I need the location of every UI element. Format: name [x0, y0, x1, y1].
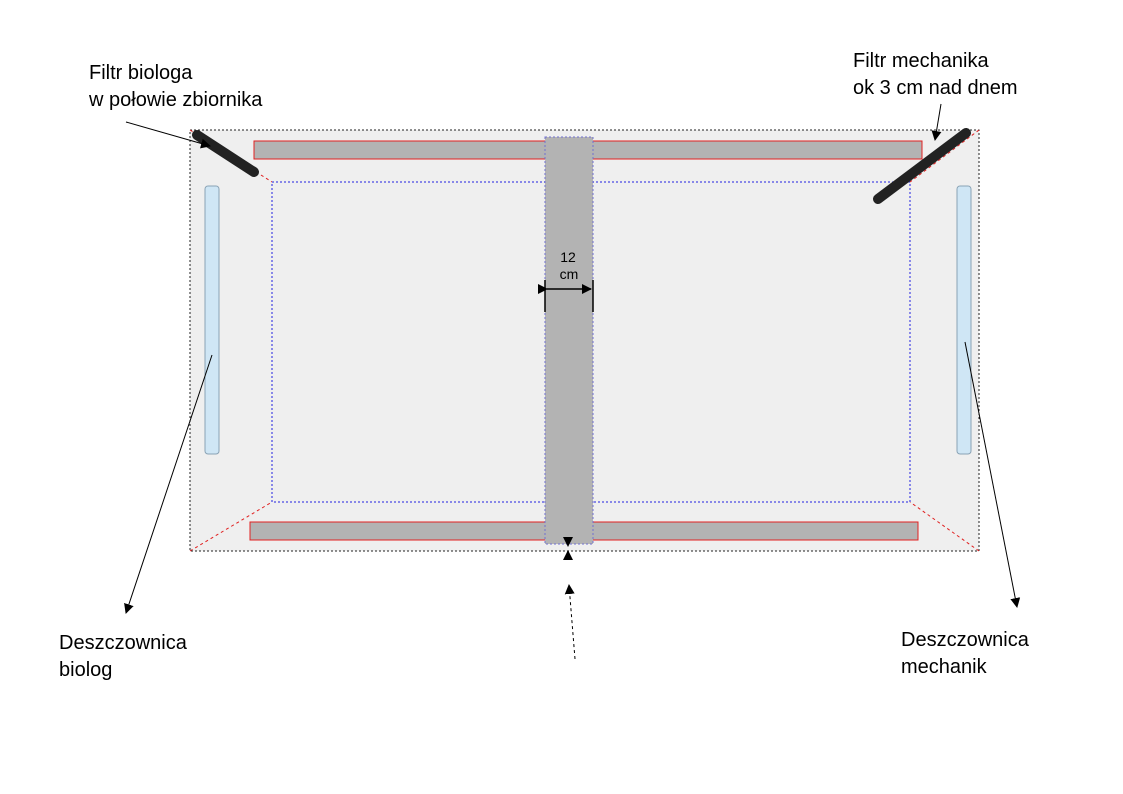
- bottom-center-marker: [563, 537, 573, 560]
- leader-filter-biolog: [125, 121, 211, 149]
- central-divider: [544, 136, 594, 545]
- leader-filter-mechanik: [931, 103, 942, 141]
- label-filter-biolog-line1: Filtr biologa: [89, 62, 193, 84]
- label-filter-mechanik-line2: ok 3 cm nad dnem: [853, 77, 1018, 99]
- sprinkler-biolog: [204, 185, 220, 455]
- sprinkler-mechanik: [956, 185, 972, 455]
- dimension-unit-label: cm: [560, 266, 579, 282]
- label-sprinkler-biolog-line2: biolog: [59, 659, 112, 681]
- leader-sprinkler-biolog: [124, 354, 213, 614]
- corner-line-top-right: [909, 129, 980, 183]
- bottom-center-arrow: [564, 584, 576, 660]
- label-sprinkler-biolog-line1: Deszczownica: [59, 632, 188, 654]
- filter-mechanik: [873, 128, 971, 204]
- corner-line-bottom-right: [909, 501, 980, 552]
- corner-line-bottom-left: [189, 501, 273, 552]
- label-filter-mechanik-line1: Filtr mechanika: [853, 50, 989, 72]
- label-filter-biolog-line2: w połowie zbiornika: [88, 89, 263, 111]
- label-sprinkler-mechanik-line2: mechanik: [901, 656, 988, 678]
- dimension-value-label: 12: [560, 249, 576, 265]
- label-sprinkler-mechanik-line1: Deszczownica: [901, 629, 1030, 651]
- leader-sprinkler-mechanik: [964, 341, 1021, 608]
